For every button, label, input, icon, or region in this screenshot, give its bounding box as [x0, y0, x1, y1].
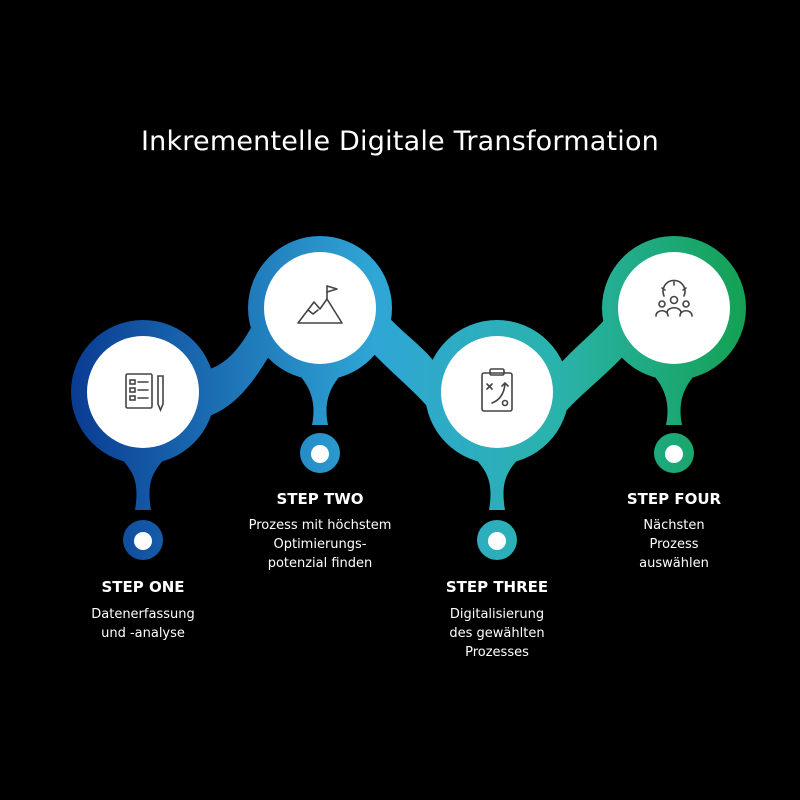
checklist-pencil-icon: [125, 373, 164, 413]
step-one-disc: [87, 336, 199, 448]
step-three-disc: [441, 336, 553, 448]
team-gear-icon: [655, 279, 693, 317]
clipboard-strategy-icon: [481, 368, 513, 412]
step-one-node: [134, 532, 152, 550]
step-one-description: Datenerfassung und -analyse: [91, 607, 195, 641]
step-four-node: [665, 445, 683, 463]
diagram-title: Inkrementelle Digitale Transformation: [141, 126, 659, 157]
step-three-title: STEP THREE: [445, 578, 549, 596]
step-two-node: [311, 445, 329, 463]
step-one-title: STEP ONE: [101, 578, 185, 596]
step-three-description: Digitalisierung des gewählten Prozesses: [449, 607, 545, 660]
step-four-title: STEP FOUR: [626, 490, 722, 508]
step-two-description: Prozess mit höchstem Optimierungs- poten…: [248, 518, 392, 571]
step-three-node: [488, 532, 506, 550]
mountain-flag-icon: [297, 285, 343, 324]
step-two-title: STEP TWO: [276, 490, 364, 508]
step-four-description: Nächsten Prozess auswählen: [639, 518, 709, 571]
